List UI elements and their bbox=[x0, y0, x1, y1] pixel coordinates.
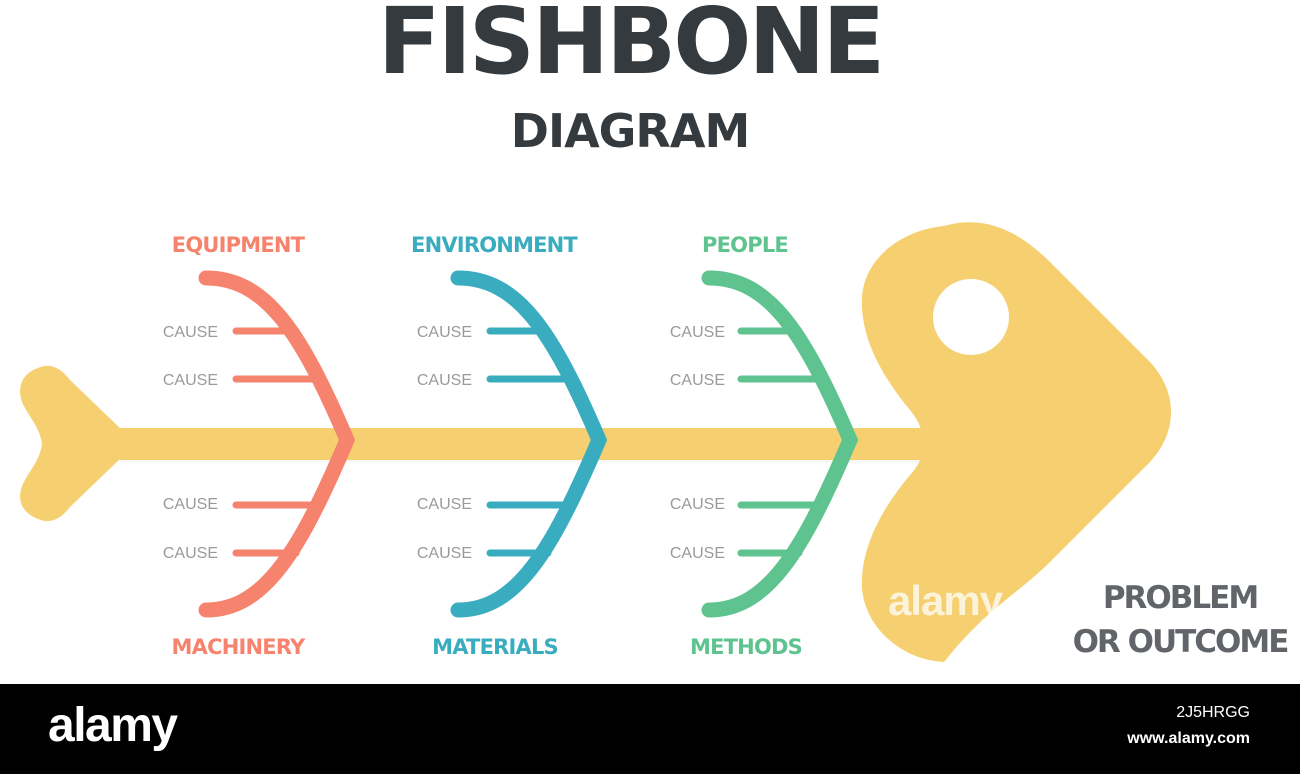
cause-label: CAUSE bbox=[417, 324, 472, 341]
watermark-text: alamy bbox=[888, 577, 1004, 624]
rib-curve-equipment bbox=[198, 270, 356, 618]
rib-curve-environment bbox=[450, 270, 608, 618]
cause-label: CAUSE bbox=[163, 372, 218, 389]
cause-label: CAUSE bbox=[670, 372, 725, 389]
cause-label: CAUSE bbox=[417, 496, 472, 513]
cause-label: CAUSE bbox=[670, 496, 725, 513]
outcome-label-line2: OR OUTCOME bbox=[1073, 624, 1288, 660]
cause-label: CAUSE bbox=[417, 545, 472, 562]
category-label-materials: MATERIALS bbox=[432, 635, 558, 659]
rib-curve-people bbox=[701, 270, 859, 618]
category-label-environment: ENVIRONMENT bbox=[411, 233, 578, 257]
diagram-title: FISHBONE bbox=[377, 0, 886, 95]
footer-bar: alamy 2J5HRGG www.alamy.com bbox=[0, 684, 1300, 774]
diagram-subtitle: DIAGRAM bbox=[510, 104, 750, 158]
cause-label: CAUSE bbox=[163, 545, 218, 562]
fish-tail bbox=[20, 365, 122, 522]
cause-label: CAUSE bbox=[417, 372, 472, 389]
rib-environment-materials bbox=[450, 270, 608, 618]
footer-image-id: 2J5HRGG bbox=[1176, 704, 1250, 721]
fish-eye bbox=[933, 279, 1009, 355]
fishbone-diagram: alamy EQUIPMENT ENVIRONMENT PEOPLE MACHI… bbox=[20, 222, 1289, 663]
outcome-label-line1: PROBLEM bbox=[1103, 580, 1257, 616]
fish-spine bbox=[112, 428, 942, 460]
cause-label: CAUSE bbox=[163, 324, 218, 341]
category-label-people: PEOPLE bbox=[702, 233, 788, 257]
category-label-methods: METHODS bbox=[690, 635, 802, 659]
rib-people-methods bbox=[701, 270, 859, 618]
cause-label: CAUSE bbox=[163, 496, 218, 513]
category-label-machinery: MACHINERY bbox=[172, 635, 306, 659]
rib-equipment-machinery bbox=[198, 270, 356, 618]
footer-url[interactable]: www.alamy.com bbox=[1127, 730, 1250, 747]
category-label-equipment: EQUIPMENT bbox=[172, 233, 306, 257]
cause-label: CAUSE bbox=[670, 545, 725, 562]
footer-logo: alamy bbox=[48, 699, 178, 752]
cause-label: CAUSE bbox=[670, 324, 725, 341]
